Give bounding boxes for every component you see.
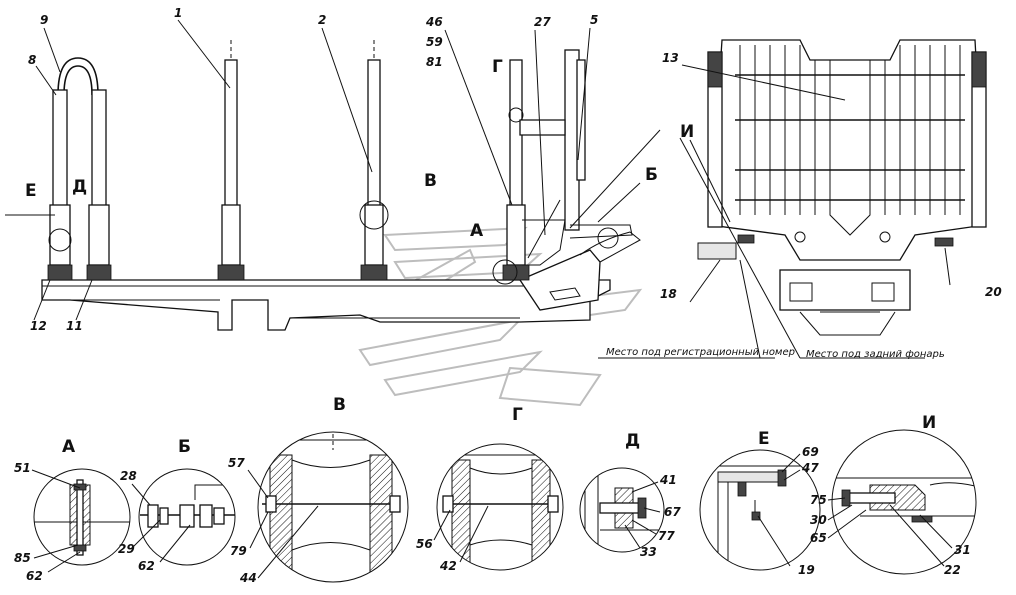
view-marker-g: Г xyxy=(492,57,503,77)
detail-d-label-77: 77 xyxy=(658,529,675,543)
main-view-markers: Е Д В Г А Б И xyxy=(25,57,694,241)
detail-b: Б 28 29 62 xyxy=(118,437,236,573)
callout-5: 5 xyxy=(590,13,598,27)
trailer-rear-view xyxy=(697,39,987,336)
detail-i: И 75 30 65 31 22 xyxy=(810,413,977,577)
detail-g-label-42: 42 xyxy=(439,559,457,573)
detail-e-label-19: 19 xyxy=(798,563,815,577)
detail-i-label-31: 31 xyxy=(954,543,971,557)
callout-2: 2 xyxy=(318,13,326,27)
detail-b-label-28: 28 xyxy=(120,469,137,483)
stake-group xyxy=(47,40,633,285)
detail-i-label-22: 22 xyxy=(944,563,961,577)
callout-27: 27 xyxy=(534,15,551,29)
detail-v-label-57: 57 xyxy=(228,456,245,470)
detail-d-label-67: 67 xyxy=(664,505,681,519)
trailer-side-view xyxy=(41,231,641,331)
detail-v: В 57 79 44 xyxy=(228,395,409,585)
watermark-logo xyxy=(358,226,643,407)
detail-i-label-75: 75 xyxy=(810,493,827,507)
detail-a: А 51 85 62 xyxy=(14,437,131,583)
detail-a-label-62: 62 xyxy=(26,569,43,583)
callout-8: 8 xyxy=(28,53,36,67)
detail-a-label-85: 85 xyxy=(14,551,31,565)
note-reg-plate: Место под регистрационный номер xyxy=(606,347,795,358)
detail-g-label-56: 56 xyxy=(416,537,433,551)
detail-v-label-79: 79 xyxy=(230,544,247,558)
callout-46: 46 xyxy=(425,15,443,29)
detail-d-label-41: 41 xyxy=(659,473,677,487)
callout-9: 9 xyxy=(40,13,48,27)
view-marker-v: В xyxy=(424,171,437,191)
detail-b-title: Б xyxy=(178,437,191,457)
notes: Место под регистрационный номер Место по… xyxy=(606,347,945,360)
callout-11: 11 xyxy=(66,319,83,333)
callout-81: 81 xyxy=(426,55,443,69)
detail-d: Д 41 67 77 33 xyxy=(579,431,681,559)
detail-a-label-51: 51 xyxy=(14,461,31,475)
main-callouts: 9 8 1 2 46 59 81 27 5 13 12 11 18 20 xyxy=(28,6,1002,333)
detail-e-label-69: 69 xyxy=(802,445,819,459)
detail-g: Г 56 42 xyxy=(416,405,564,573)
detail-d-label-33: 33 xyxy=(640,545,657,559)
detail-v-title: В xyxy=(333,395,346,415)
rear-grille xyxy=(735,45,965,236)
detail-e-title: Е xyxy=(758,429,770,449)
detail-d-title: Д xyxy=(625,431,640,451)
detail-e-label-47: 47 xyxy=(801,461,819,475)
callout-59: 59 xyxy=(426,35,443,49)
view-marker-a: А xyxy=(470,221,484,241)
callout-12: 12 xyxy=(30,319,47,333)
view-marker-i: И xyxy=(680,122,694,142)
callout-13: 13 xyxy=(662,51,679,65)
detail-g-title: Г xyxy=(512,405,523,425)
detail-i-label-30: 30 xyxy=(810,513,827,527)
detail-a-title: А xyxy=(62,437,76,457)
detail-i-title: И xyxy=(922,413,936,433)
callout-1: 1 xyxy=(174,6,182,20)
detail-b-label-62: 62 xyxy=(138,559,155,573)
detail-e: Е 69 47 19 xyxy=(699,429,821,577)
detail-v-label-44: 44 xyxy=(239,571,257,585)
view-marker-e: Е xyxy=(25,181,37,201)
note-rear-lamp: Место под задний фонарь xyxy=(806,349,945,360)
detail-i-label-65: 65 xyxy=(810,531,827,545)
detail-b-label-29: 29 xyxy=(118,542,135,556)
view-marker-d: Д xyxy=(72,177,87,197)
leader-lines xyxy=(5,19,951,359)
view-marker-b: Б xyxy=(645,165,658,185)
callout-18: 18 xyxy=(660,287,677,301)
callout-20: 20 xyxy=(985,285,1002,299)
